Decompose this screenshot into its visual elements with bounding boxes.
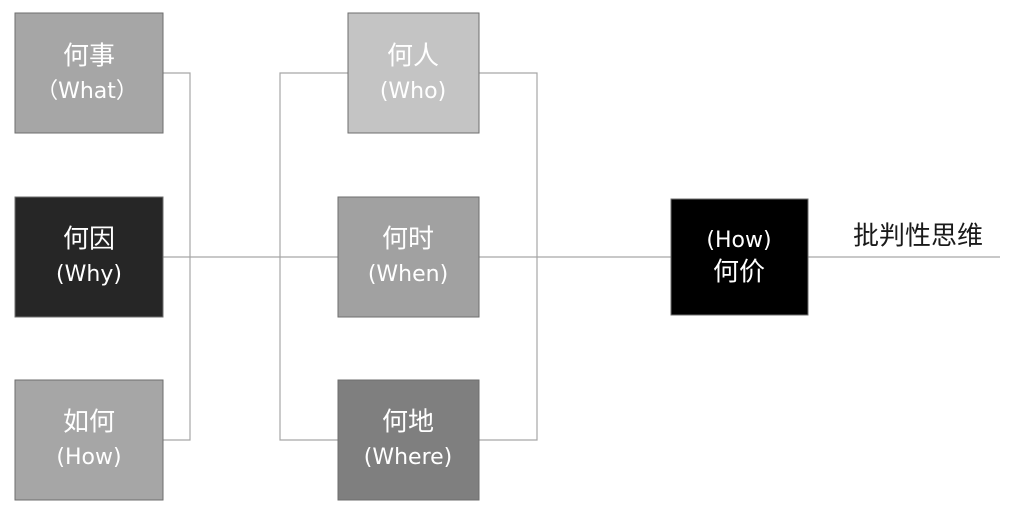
node-where: 何地 (Where) [337, 379, 480, 501]
node-where-zh: 何地 [382, 408, 434, 438]
node-why-box [14, 196, 164, 318]
node-value-box [670, 198, 809, 316]
node-what-zh: 何事 [63, 42, 115, 72]
node-who-box [347, 12, 480, 134]
connectors [163, 72, 1000, 441]
node-who: 何人 (Who) [347, 12, 480, 134]
node-value: (How) 何价 [670, 198, 809, 316]
node-where-en: (Where) [364, 445, 453, 470]
node-who-zh: 何人 [387, 42, 439, 72]
node-what-en: （What） [36, 79, 138, 104]
node-how-en: (How) [56, 445, 121, 470]
critical-thinking-label: 批判性思维 [853, 222, 983, 252]
node-what: 何事 （What） [14, 12, 164, 134]
node-how-box [14, 379, 164, 501]
connector-middle-left-bracket [279, 72, 348, 441]
node-why-zh: 何因 [63, 225, 115, 255]
node-when-zh: 何时 [382, 225, 434, 255]
node-when-en: (When) [368, 262, 448, 287]
node-why: 何因 (Why) [14, 196, 164, 318]
node-when: 何时 (When) [337, 196, 480, 318]
node-value-zh: 何价 [713, 258, 765, 288]
node-what-box [14, 12, 164, 134]
node-who-en: (Who) [380, 79, 446, 104]
node-where-box [337, 379, 480, 501]
node-why-en: (Why) [56, 262, 122, 287]
node-value-en: (How) [706, 228, 771, 253]
connector-middle-right-bracket [479, 72, 538, 441]
node-when-box [337, 196, 480, 318]
node-how-zh: 如何 [63, 408, 115, 438]
node-how: 如何 (How) [14, 379, 164, 501]
